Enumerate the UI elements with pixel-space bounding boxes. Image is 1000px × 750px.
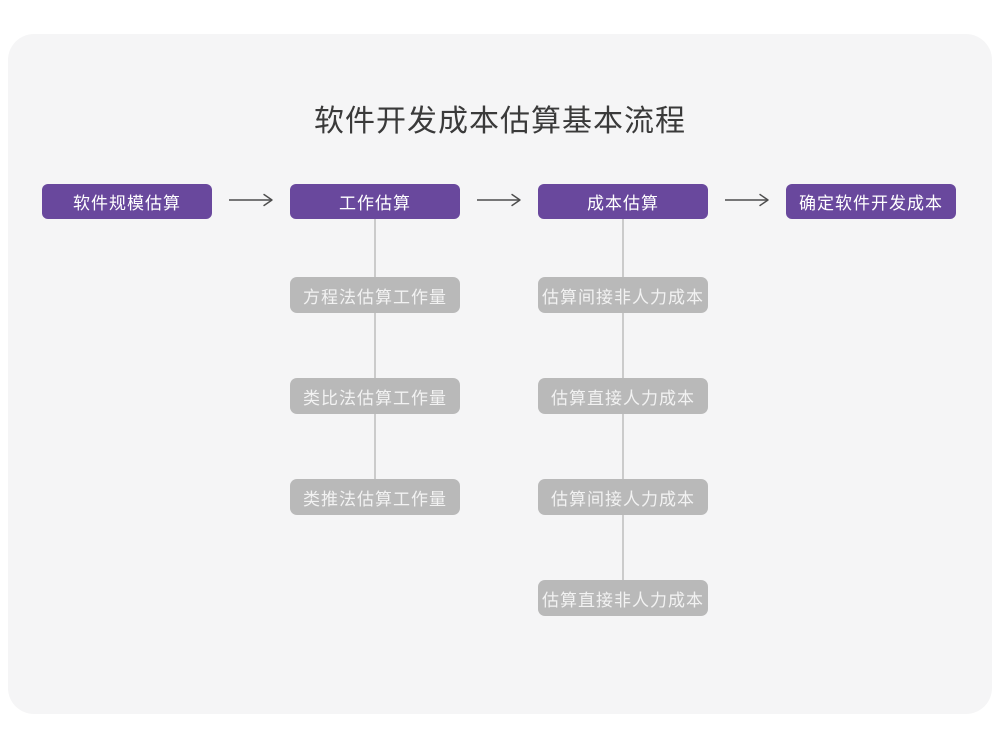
stage-software-scale-estimation: 软件规模估算: [42, 184, 212, 219]
right-arrow-icon: [229, 193, 273, 207]
substep-extrapolation-method: 类推法估算工作量: [290, 479, 460, 515]
connector-line-work: [374, 219, 376, 499]
right-arrow-icon: [477, 193, 521, 207]
right-arrow-icon: [725, 193, 769, 207]
stage-work-estimation: 工作估算: [290, 184, 460, 219]
substep-direct-nonlabor-cost: 估算直接非人力成本: [538, 580, 708, 616]
substep-indirect-labor-cost: 估算间接人力成本: [538, 479, 708, 515]
diagram-title: 软件开发成本估算基本流程: [314, 105, 686, 138]
stage-cost-estimation: 成本估算: [538, 184, 708, 219]
substep-indirect-nonlabor-cost: 估算间接非人力成本: [538, 277, 708, 313]
substep-equation-method: 方程法估算工作量: [290, 277, 460, 313]
diagram-card: [8, 34, 992, 714]
substep-direct-labor-cost: 估算直接人力成本: [538, 378, 708, 414]
substep-analogy-method: 类比法估算工作量: [290, 378, 460, 414]
stage-determine-development-cost: 确定软件开发成本: [786, 184, 956, 219]
